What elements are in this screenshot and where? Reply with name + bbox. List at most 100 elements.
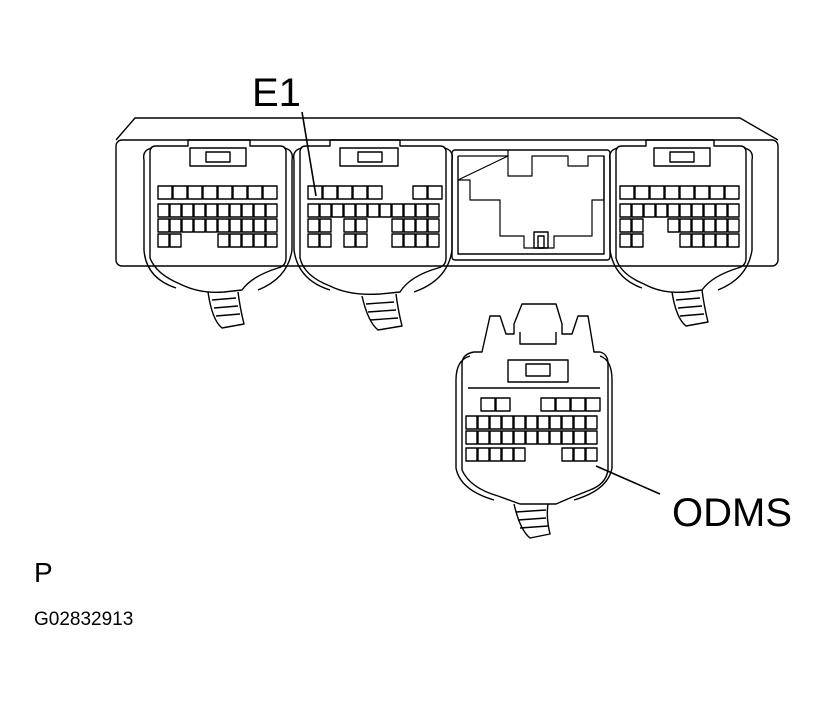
pin-cavity: [465, 430, 478, 445]
pin-cavity: [253, 203, 266, 218]
pin-cavity: [157, 233, 170, 248]
view-code-label: P: [34, 557, 53, 588]
pin-cavity: [703, 218, 716, 233]
pin-cavity: [477, 447, 490, 462]
e1-label: E1: [252, 71, 301, 115]
pin-cavity: [247, 185, 263, 200]
pin-cavity: [619, 233, 632, 248]
pin-cavity: [691, 218, 704, 233]
pin-cavity: [427, 203, 440, 218]
pin-cavity: [379, 203, 392, 218]
pin-cavity: [694, 185, 710, 200]
cavity-grid-2: [307, 185, 443, 248]
pin-cavity: [403, 203, 416, 218]
pin-cavity: [355, 203, 368, 218]
pin-cavity: [585, 447, 598, 462]
empty-socket: [451, 149, 611, 261]
pin-cavity: [667, 218, 680, 233]
pin-cavity: [181, 203, 194, 218]
pin-cavity: [703, 233, 716, 248]
pin-cavity: [253, 233, 266, 248]
pin-cavity: [415, 203, 428, 218]
figure-id-label: G02832913: [34, 609, 133, 630]
pin-cavity: [157, 203, 170, 218]
pin-cavity: [157, 218, 170, 233]
pin-cavity: [217, 203, 230, 218]
pin-cavity: [205, 218, 218, 233]
pin-cavity: [691, 233, 704, 248]
pin-cavity: [619, 218, 632, 233]
pin-cavity: [667, 203, 680, 218]
pin-cavity: [241, 218, 254, 233]
pin-cavity: [217, 233, 230, 248]
pin-cavity: [585, 415, 598, 430]
pin-cavity: [679, 233, 692, 248]
pin-cavity: [631, 233, 644, 248]
pin-cavity: [391, 218, 404, 233]
pin-cavity: [337, 185, 353, 200]
pin-cavity: [561, 430, 574, 445]
pin-cavity: [391, 233, 404, 248]
pin-cavity: [367, 185, 383, 200]
pin-cavity: [307, 203, 320, 218]
cavity-grid-1: [157, 185, 278, 248]
pin-cavity: [412, 185, 428, 200]
pin-cavity: [549, 430, 562, 445]
pin-cavity: [573, 447, 586, 462]
ecu-connector-1: [142, 139, 294, 329]
pin-cavity: [703, 203, 716, 218]
pin-cavity: [193, 218, 206, 233]
pin-cavity: [217, 218, 230, 233]
pin-cavity: [229, 203, 242, 218]
pin-cavity: [540, 397, 556, 412]
cavity-grid-odms: [465, 397, 601, 462]
pin-cavity: [501, 430, 514, 445]
pin-cavity: [307, 218, 320, 233]
pin-cavity: [715, 218, 728, 233]
pin-cavity: [181, 218, 194, 233]
pin-cavity: [570, 397, 586, 412]
pin-cavity: [229, 233, 242, 248]
pin-cavity: [489, 430, 502, 445]
pin-cavity: [537, 430, 550, 445]
pin-cavity: [265, 203, 278, 218]
pin-cavity: [501, 447, 514, 462]
pin-cavity: [403, 233, 416, 248]
ecu-connector-3: [608, 139, 754, 327]
pin-cavity: [427, 233, 440, 248]
pin-cavity: [727, 203, 740, 218]
pin-cavity: [477, 415, 490, 430]
pin-cavity: [355, 233, 368, 248]
pin-cavity: [727, 218, 740, 233]
pin-cavity: [202, 185, 218, 200]
pin-cavity: [343, 218, 356, 233]
pin-cavity: [585, 397, 601, 412]
pin-cavity: [352, 185, 368, 200]
detached-connector: [455, 303, 613, 539]
pin-cavity: [477, 430, 490, 445]
pin-cavity: [265, 218, 278, 233]
pin-cavity: [229, 218, 242, 233]
pin-cavity: [619, 203, 632, 218]
pin-cavity: [691, 203, 704, 218]
pin-cavity: [715, 203, 728, 218]
pin-cavity: [643, 203, 656, 218]
pin-cavity: [585, 430, 598, 445]
pin-cavity: [715, 233, 728, 248]
pin-cavity: [501, 415, 514, 430]
cavity-grid-3: [619, 185, 740, 248]
pin-cavity: [513, 415, 526, 430]
pin-cavity: [480, 397, 496, 412]
pin-cavity: [513, 430, 526, 445]
pin-cavity: [679, 203, 692, 218]
pin-cavity: [561, 415, 574, 430]
pin-cavity: [319, 203, 332, 218]
pin-cavity: [157, 185, 173, 200]
odms-leader-line: [595, 465, 661, 495]
pin-cavity: [664, 185, 680, 200]
pin-cavity: [679, 218, 692, 233]
pin-cavity: [169, 218, 182, 233]
pin-cavity: [631, 203, 644, 218]
pin-cavity: [187, 185, 203, 200]
